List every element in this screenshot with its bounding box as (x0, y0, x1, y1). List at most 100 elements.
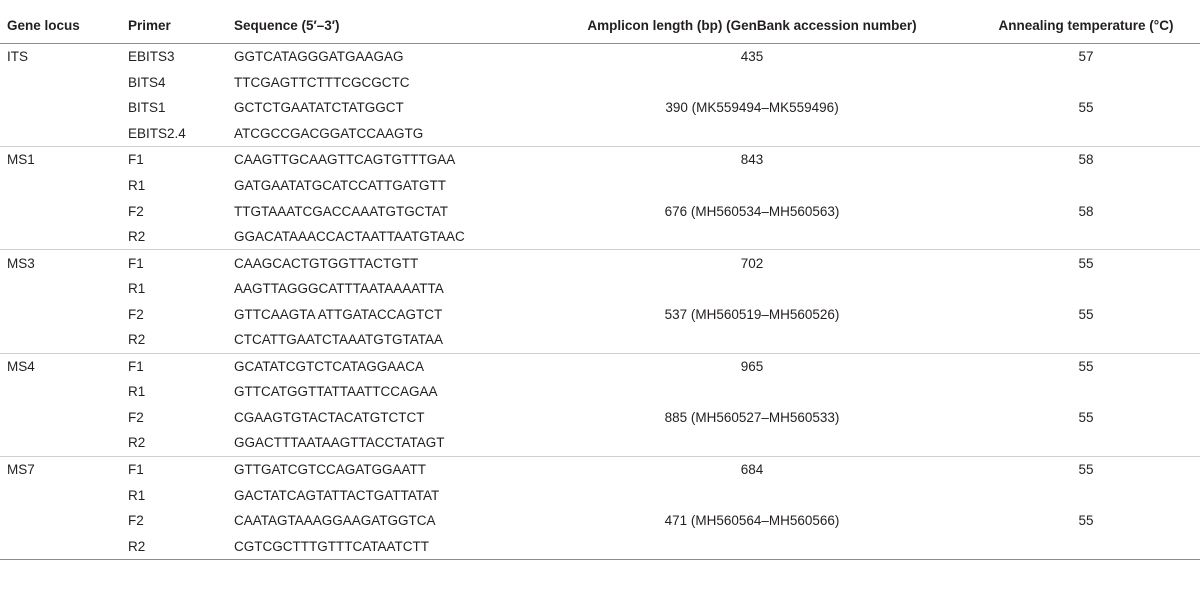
cell-amplicon: 843 (532, 146, 972, 173)
cell-annealing-temperature: 55 (972, 455, 1200, 483)
cell-amplicon (532, 276, 972, 302)
cell-primer: BITS1 (128, 100, 166, 116)
cell-sequence: ATCGCCGACGGATCCAAGTG (234, 125, 424, 141)
cell-sequence: CAAGTTGCAAGTTCAGTGTTTGAA (234, 146, 532, 173)
cell-gene-locus (0, 70, 128, 96)
cell-gene-locus (0, 327, 128, 353)
table-row: R2 CTCATTGAATCTAAATGTGTATAA (0, 327, 1200, 353)
table-row: EBITS2.4 ATCGCCGACGGATCCAAGTG (0, 121, 1200, 147)
cell-amplicon (532, 379, 972, 405)
cell-amplicon (532, 533, 972, 560)
table-row: R2 GGACATAAACCACTAATTAATGTAAC (0, 224, 1200, 250)
cell-amplicon (532, 70, 972, 96)
cell-amplicon: 885 (MH560527–MH560533) (664, 409, 840, 425)
cell-gene-locus (0, 173, 128, 199)
cell-annealing-temperature (972, 533, 1200, 560)
cell-amplicon: 684 (532, 455, 972, 483)
cell-gene-locus: MS4 (0, 352, 128, 380)
table-header: Gene locus Primer Sequence (5′–3′) Ampli… (0, 7, 1200, 44)
cell-annealing-temperature: 55 (1078, 513, 1094, 529)
table-row: R1 AAGTTAGGGCATTTAATAAAATTA (0, 276, 1200, 302)
cell-annealing-temperature (972, 173, 1200, 199)
cell-gene-locus (0, 533, 128, 560)
cell-annealing-temperature: 58 (1078, 203, 1094, 219)
cell-annealing-temperature (972, 379, 1200, 405)
cell-sequence: GTTCAAGTA ATTGATACCAGTCT (234, 306, 443, 322)
cell-annealing-temperature: 55 (1078, 306, 1094, 322)
cell-amplicon: 537 (MH560519–MH560526) (664, 306, 840, 322)
cell-amplicon: 435 (740, 49, 764, 65)
cell-amplicon (532, 482, 972, 508)
cell-sequence: GTTGATCGTCCAGATGGAATT (234, 455, 532, 483)
cell-amplicon: 965 (532, 352, 972, 380)
cell-amplicon (532, 121, 972, 147)
cell-sequence: GGACATAAACCACTAATTAATGTAAC (234, 229, 465, 245)
cell-primer: R2 (128, 229, 146, 245)
table-row: R1 GTTCATGGTTATTAATTCCAGAA (0, 379, 1200, 405)
cell-sequence: TTCGAGTTCTTTCGCGCTC (234, 74, 410, 90)
cell-primer: R1 (128, 487, 146, 503)
cell-annealing-temperature: 55 (1078, 409, 1094, 425)
cell-primer: F1 (128, 455, 234, 483)
cell-primer: F1 (128, 249, 234, 276)
cell-amplicon: 702 (532, 249, 972, 276)
cell-primer: EBITS3 (128, 49, 175, 65)
cell-gene-locus (0, 276, 128, 302)
cell-primer: EBITS2.4 (128, 125, 186, 141)
cell-gene-locus (0, 121, 128, 147)
cell-amplicon (532, 173, 972, 199)
cell-primer: F2 (128, 203, 144, 219)
primer-table: Gene locus Primer Sequence (5′–3′) Ampli… (0, 7, 1200, 560)
cell-primer: R2 (128, 332, 146, 348)
cell-annealing-temperature: 55 (1078, 100, 1094, 116)
cell-gene-locus (0, 301, 128, 327)
table-row: BITS4 TTCGAGTTCTTTCGCGCTC (0, 70, 1200, 96)
cell-sequence: GGACTTTAATAAGTTACCTATAGT (234, 435, 445, 451)
cell-primer: R2 (128, 533, 234, 560)
cell-primer: F1 (128, 146, 234, 173)
cell-annealing-temperature (972, 276, 1200, 302)
cell-gene-locus: MS1 (0, 146, 128, 173)
cell-amplicon (532, 430, 972, 456)
cell-primer: F2 (128, 409, 144, 425)
cell-gene-locus: MS3 (0, 249, 128, 276)
cell-sequence: GGTCATAGGGATGAAGAG (234, 49, 404, 65)
cell-primer: R1 (128, 384, 146, 400)
cell-gene-locus (0, 224, 128, 250)
cell-gene-locus (0, 405, 128, 431)
cell-primer: R1 (128, 281, 146, 297)
cell-sequence: TTGTAAATCGACCAAATGTGCTAT (234, 203, 448, 219)
cell-gene-locus (0, 379, 128, 405)
cell-gene-locus: MS7 (0, 455, 128, 483)
cell-annealing-temperature (972, 430, 1200, 456)
table-row: F2 TTGTAAATCGACCAAATGTGCTAT 676 (MH560534–… (0, 198, 1200, 224)
cell-gene-locus (0, 482, 128, 508)
cell-primer: R2 (128, 435, 146, 451)
cell-primer: F2 (128, 513, 144, 529)
cell-annealing-temperature (972, 327, 1200, 353)
cell-sequence: GTTCATGGTTATTAATTCCAGAA (234, 384, 438, 400)
cell-primer: F2 (128, 306, 144, 322)
cell-sequence: CTCATTGAATCTAAATGTGTATAA (234, 332, 443, 348)
cell-sequence: CGTCGCTTTGTTTCATAATCTT (234, 533, 532, 560)
cell-annealing-temperature (972, 70, 1200, 96)
cell-amplicon: 676 (MH560534–MH560563) (664, 203, 840, 219)
header-sequence: Sequence (5′–3′) (234, 7, 532, 44)
cell-annealing-temperature (972, 482, 1200, 508)
cell-sequence: CAAGCACTGTGGTTACTGTT (234, 249, 532, 276)
cell-sequence: AAGTTAGGGCATTTAATAAAATTA (234, 281, 444, 297)
cell-primer: BITS4 (128, 74, 166, 90)
cell-gene-locus (0, 430, 128, 456)
cell-sequence: CGAAGTGTACTACATGTCTCT (234, 409, 425, 425)
cell-gene-locus (0, 508, 128, 534)
